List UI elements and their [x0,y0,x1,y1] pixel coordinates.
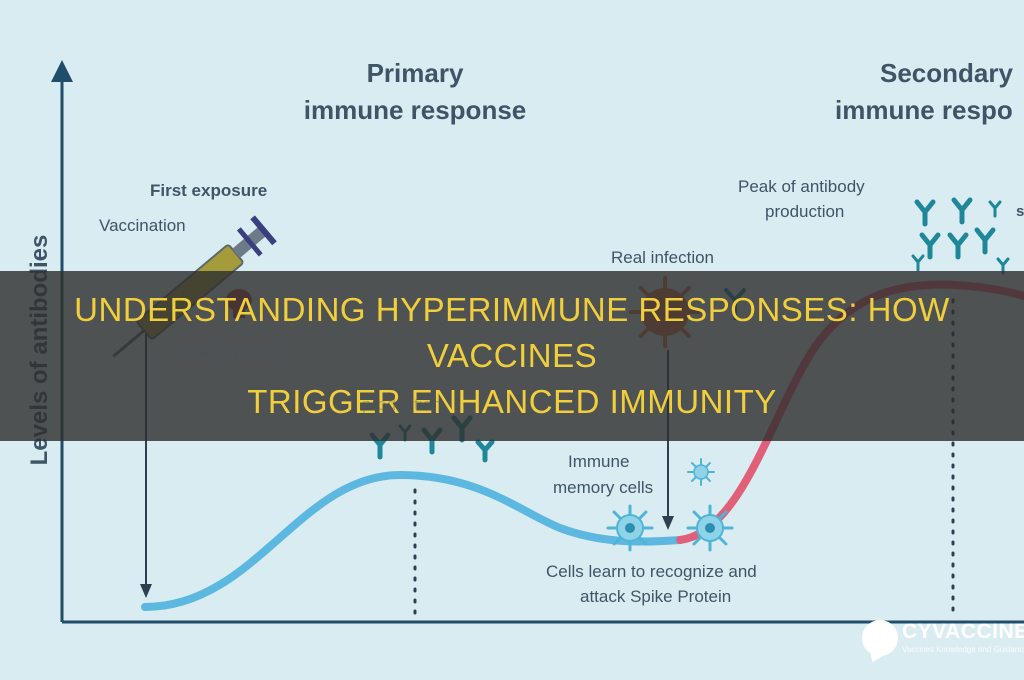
infection-arrowhead [662,516,674,530]
banner-title-line2: Trigger Enhanced Immunity [247,383,777,420]
primary-header-line2: immune response [304,95,527,125]
banner-title-line1: Understanding Hyperimmune Responses: How… [74,291,950,374]
logo-tagline: Vaccines Knowledge and Guidance [902,645,1024,654]
vaccination-arrowhead [140,584,152,598]
y-axis-arrowhead [51,60,73,82]
secondary-header-line2: immune respo [835,95,1013,125]
speech-bubble-icon [862,620,898,656]
cyvaccine-logo: CYVACCINE Vaccines Knowledge and Guidanc… [862,618,1024,666]
primary-response-curve [141,470,684,611]
partial-right-label: s [1016,203,1024,220]
logo-name: CYVACCINE [902,620,1024,643]
memory-cell-icon-1 [606,504,654,552]
memory-label-line2: memory cells [553,478,653,497]
vaccination-label: Vaccination [99,216,186,235]
cells-learn-line1: Cells learn to recognize and [546,562,757,581]
secondary-header-line1: Secondary [880,58,1013,88]
primary-header-line1: Primary [367,58,464,88]
cells-learn-line2: attack Spike Protein [580,587,731,606]
memory-label-line1: Immune [568,452,629,471]
memory-cell-icon-small [687,458,715,486]
peak-label-line2: production [765,202,844,221]
antibodies-secondary-icon [911,197,1010,275]
first-exposure-label: First exposure [150,181,267,200]
peak-label-line1: Peak of antibody [738,177,865,196]
real-infection-label: Real infection [611,248,714,267]
memory-cell-icon-2 [686,504,734,552]
title-banner: Understanding Hyperimmune Responses: How… [0,271,1024,441]
